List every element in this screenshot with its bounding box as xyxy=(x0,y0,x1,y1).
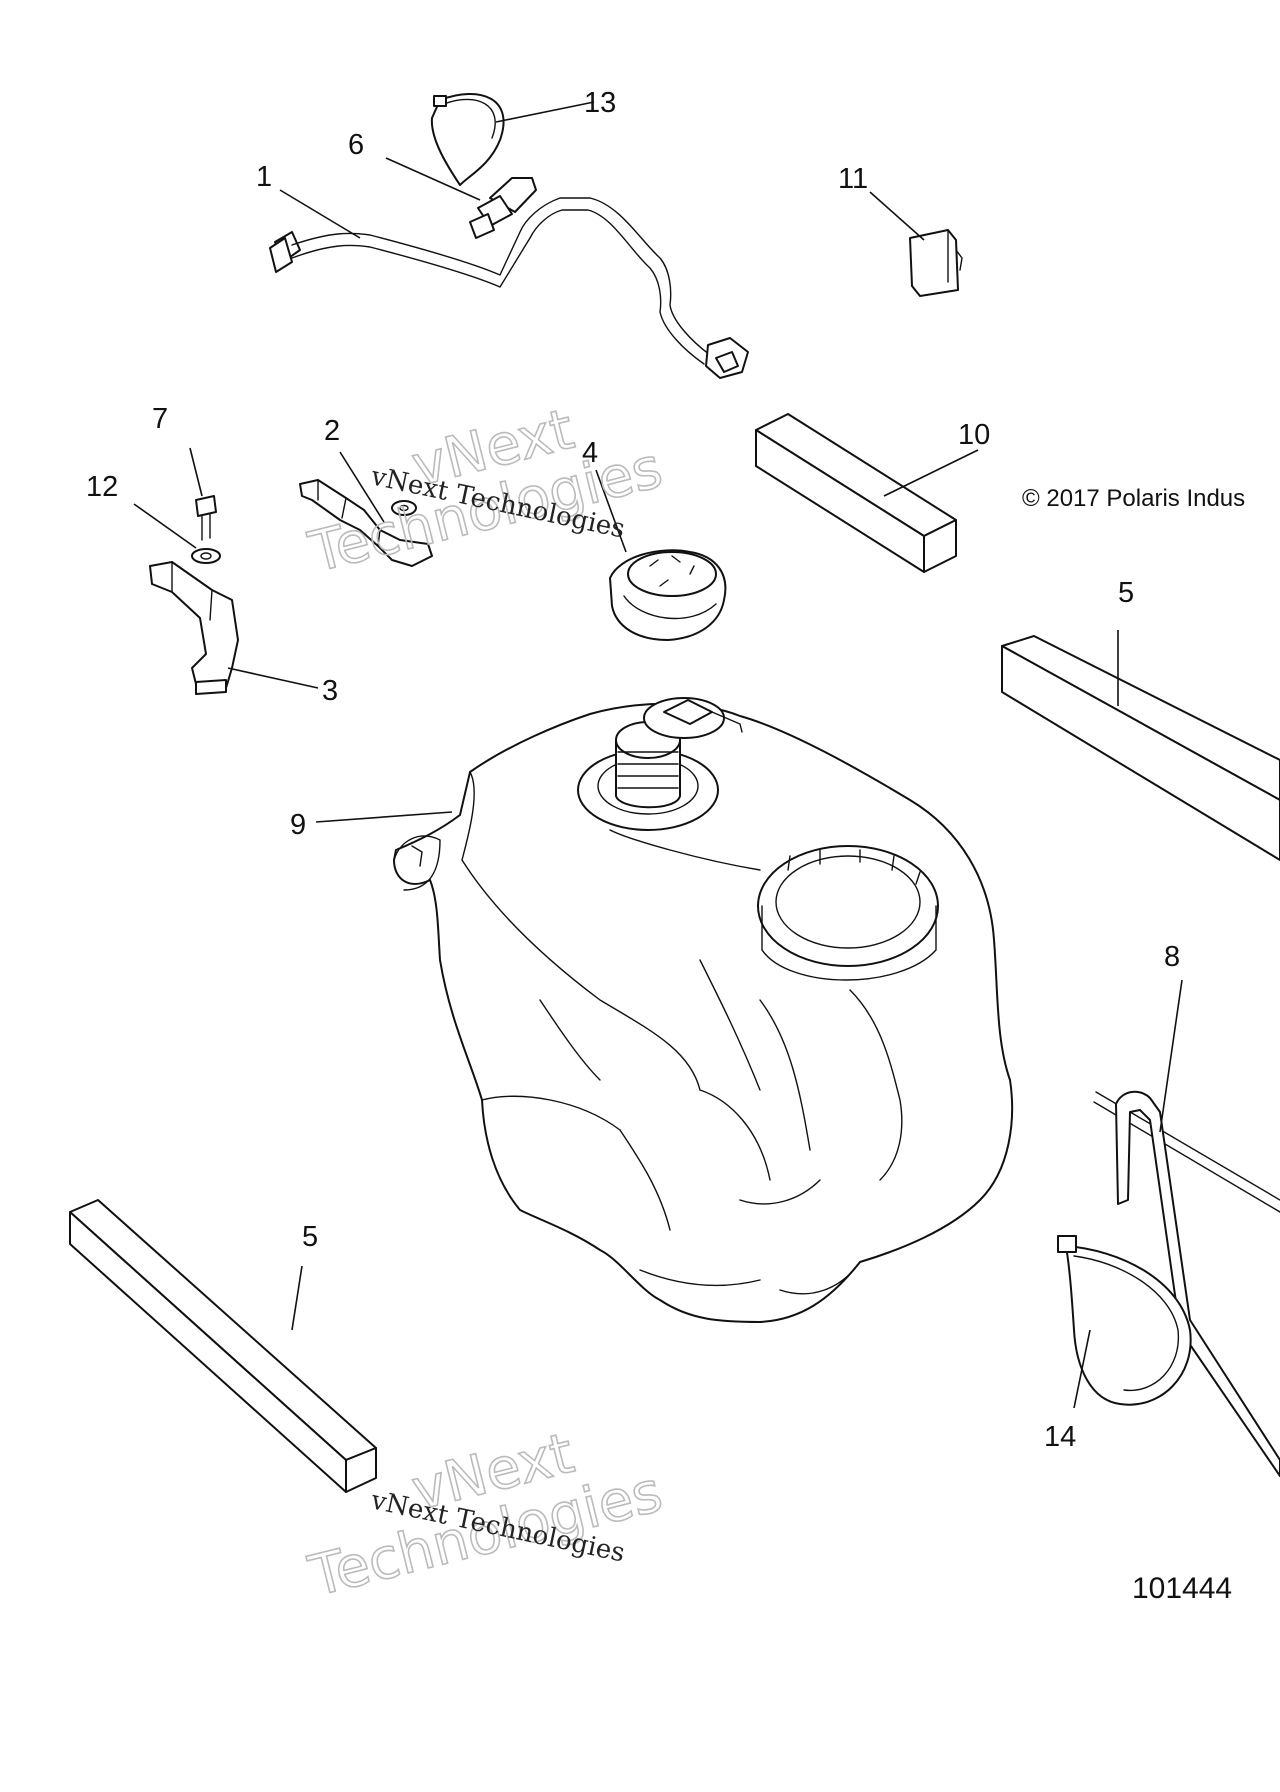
part-9-fuel-tank[interactable] xyxy=(393,697,1014,1323)
callout-10: 10 xyxy=(958,419,990,451)
callout-13: 13 xyxy=(584,87,616,119)
part-6-fitting[interactable] xyxy=(469,177,537,239)
callout-2: 2 xyxy=(324,415,340,447)
callout-12: 12 xyxy=(86,471,118,503)
part-7-bolt[interactable] xyxy=(195,495,217,541)
part-2-bracket[interactable] xyxy=(299,479,433,567)
callout-5-right: 5 xyxy=(1118,577,1134,609)
callout-1: 1 xyxy=(256,161,272,193)
callout-4: 4 xyxy=(582,437,598,469)
part-13-clamp[interactable] xyxy=(430,93,505,186)
callout-7: 7 xyxy=(152,403,168,435)
callout-9: 9 xyxy=(290,809,306,841)
part-3-bracket[interactable] xyxy=(149,561,239,695)
copyright-text: © 2017 Polaris Indus xyxy=(1022,485,1245,512)
part-11-clip[interactable] xyxy=(909,229,963,297)
part-14-clamp[interactable] xyxy=(1057,1235,1192,1406)
part-5-foam-strip-right[interactable] xyxy=(1001,635,1280,861)
callout-8: 8 xyxy=(1164,941,1180,973)
part-1-fuel-hose[interactable] xyxy=(269,197,749,379)
callout-3: 3 xyxy=(322,675,338,707)
drawing-number: 101444 xyxy=(1132,1572,1232,1605)
part-12-washer[interactable] xyxy=(191,548,221,564)
callout-14: 14 xyxy=(1044,1421,1076,1453)
leader-lines xyxy=(133,101,1183,1409)
part-10-foam-block[interactable] xyxy=(755,413,957,573)
callout-11: 11 xyxy=(838,163,868,195)
watermark-top: vNext Technologies vNext Technologies xyxy=(302,396,669,586)
callout-numbers: 1 2 3 4 5 5 6 7 8 9 10 11 12 13 14 xyxy=(86,87,1180,1453)
watermark-bottom: vNext Technologies vNext Technologies xyxy=(302,1420,669,1610)
callout-6: 6 xyxy=(348,129,364,161)
part-8-vent-line[interactable] xyxy=(1093,1090,1280,1477)
part-5-foam-strip-left[interactable] xyxy=(69,1199,377,1493)
part-4-fuel-cap[interactable] xyxy=(609,549,727,641)
part-washer-small[interactable] xyxy=(391,500,417,516)
callout-5-left: 5 xyxy=(302,1221,318,1253)
